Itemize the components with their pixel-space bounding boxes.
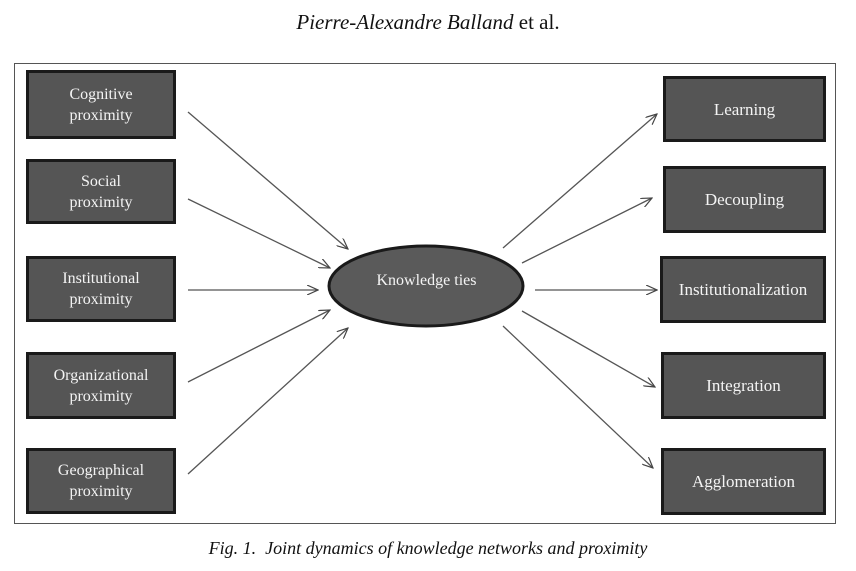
node-label: Geographical proximity xyxy=(57,462,145,500)
running-header: Pierre-Alexandre Balland et al. xyxy=(0,10,856,35)
arrow-decoupling xyxy=(521,198,652,264)
knowledge-ties-ellipse xyxy=(327,244,525,328)
node-social-proximity: Social proximity xyxy=(26,159,176,224)
node-learning: Learning xyxy=(663,76,826,142)
node-decoupling: Decoupling xyxy=(663,166,826,233)
header-suffix: et al. xyxy=(513,10,560,34)
node-label: Decoupling xyxy=(704,190,785,209)
node-label: Agglomeration xyxy=(692,472,795,491)
arrow-agglomeration xyxy=(502,325,653,468)
arrow-integration xyxy=(521,310,655,387)
node-integration: Integration xyxy=(661,352,826,419)
arrow-organizational xyxy=(187,310,330,383)
node-geographical-proximity: Geographical proximity xyxy=(26,448,176,514)
node-label: Cognitive proximity xyxy=(69,85,133,124)
arrow-geographical xyxy=(187,328,348,475)
header-author: Pierre-Alexandre Balland xyxy=(296,10,514,34)
node-label: Integration xyxy=(706,376,781,395)
node-label: Institutionalization xyxy=(678,280,808,299)
arrow-cognitive xyxy=(187,111,348,249)
figure-caption: Fig. 1. Joint dynamics of knowledge netw… xyxy=(0,538,856,559)
node-label: Institutional proximity xyxy=(62,270,140,308)
caption-prefix: Fig. 1. xyxy=(208,538,257,558)
node-label: Social proximity xyxy=(69,172,133,211)
arrow-social xyxy=(187,198,330,268)
node-institutional-proximity: Institutional proximity xyxy=(26,256,176,322)
node-label: Learning xyxy=(713,99,776,119)
knowledge-ties-label: Knowledge ties xyxy=(376,272,477,289)
node-cognitive-proximity: Cognitive proximity xyxy=(26,70,176,139)
node-organizational-proximity: Organizational proximity xyxy=(26,352,176,419)
node-agglomeration: Agglomeration xyxy=(661,448,826,515)
node-label: Organizational proximity xyxy=(53,366,149,405)
arrow-learning xyxy=(502,114,657,249)
node-institutionalization: Institutionalization xyxy=(660,256,826,323)
caption-text: Joint dynamics of knowledge networks and… xyxy=(265,538,648,558)
